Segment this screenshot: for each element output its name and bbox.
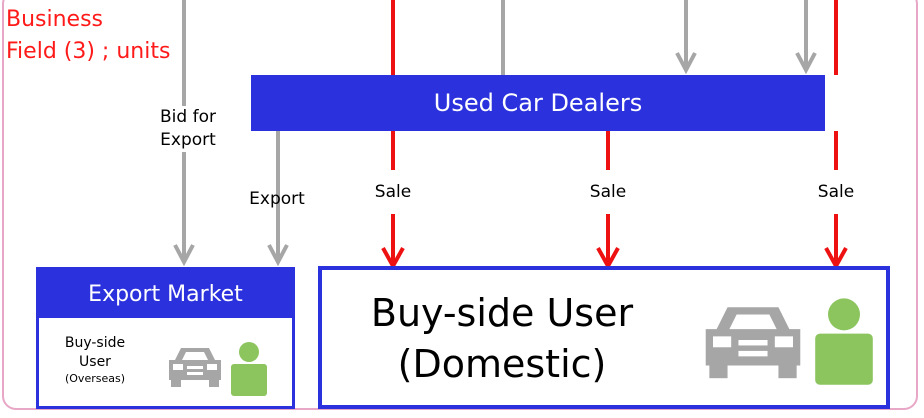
- sale-label-3: Sale: [809, 181, 863, 204]
- domestic-line1: Buy-side User: [370, 291, 634, 335]
- car-icon: [705, 307, 801, 379]
- person-icon: [815, 298, 873, 385]
- bid-for-export-label: Bid for Export: [148, 106, 228, 152]
- overseas-user-line1: Buy-side: [64, 335, 126, 351]
- used-car-dealers-label: Used Car Dealers: [433, 89, 643, 117]
- overseas-user-line3: (Overseas): [64, 371, 125, 385]
- used-car-dealers-box: Used Car Dealers: [251, 75, 825, 131]
- gray-arrowhead-bid-export: [173, 244, 195, 267]
- gray-arrowhead-top-1: [675, 52, 697, 75]
- domestic-line2: (Domestic): [397, 342, 607, 387]
- gray-arrowhead-export: [267, 244, 289, 267]
- gray-arrowhead-top-2: [795, 52, 817, 75]
- domestic-buyer-box: Buy-side User (Domestic): [318, 266, 890, 409]
- export-market-title: Export Market: [88, 281, 243, 307]
- export-market-header: Export Market: [39, 270, 292, 318]
- business-field-label: Business Field (3) ; units: [6, 4, 170, 68]
- export-label: Export: [249, 189, 305, 209]
- field-label-line2: Field (3) ; units: [6, 38, 171, 64]
- overseas-user-label: Buy-side User (Overseas): [45, 334, 145, 387]
- business-field-frame: [2, 0, 918, 410]
- domestic-buyer-label: Buy-side User (Domestic): [342, 288, 662, 391]
- bid-export-line: Export: [160, 129, 216, 150]
- car-icon: [169, 348, 221, 387]
- field-label-line1: Business: [6, 7, 104, 32]
- bid-for-line: Bid for: [160, 107, 216, 127]
- overseas-user-line2: User: [79, 353, 111, 370]
- sale-label-1: Sale: [366, 181, 420, 204]
- export-market-box: Export Market Buy-side User (Overseas): [36, 267, 295, 409]
- person-icon: [231, 342, 267, 396]
- sale-label-2: Sale: [581, 181, 635, 204]
